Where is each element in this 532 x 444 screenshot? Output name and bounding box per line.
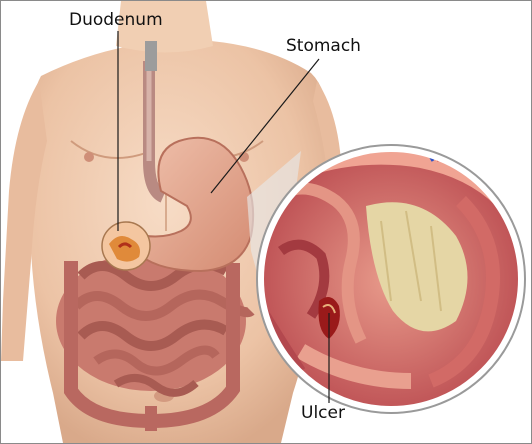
stomach-label: Stomach	[286, 38, 361, 55]
ulcer-label: Ulcer	[301, 405, 345, 422]
duodenum-highlight	[102, 222, 150, 270]
duodenum-label: Duodenum	[69, 12, 163, 29]
